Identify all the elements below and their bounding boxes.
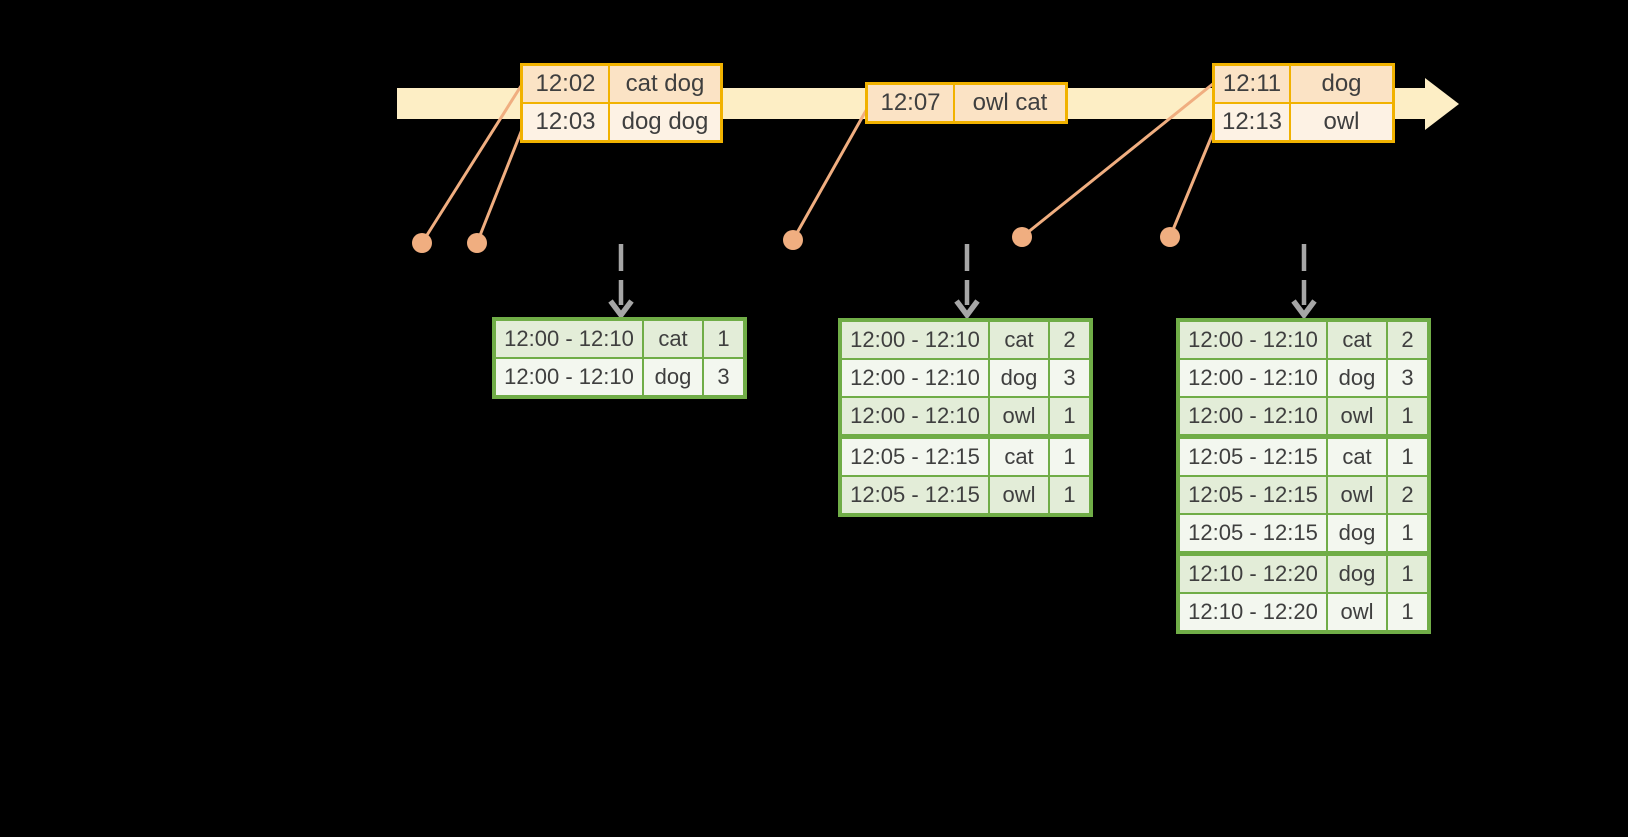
window-cell: 12:05 - 12:15 [1180,515,1326,551]
word-cell: owl [1326,398,1386,434]
count-cell: 1 [1048,439,1089,475]
count-cell: 1 [1048,477,1089,513]
event-words-cell: owl cat [953,85,1065,121]
window-cell: 12:05 - 12:15 [1180,439,1326,475]
count-cell: 1 [1386,439,1427,475]
connector-line [1021,81,1215,239]
count-cell: 1 [1386,398,1427,434]
table-row: 12:05 - 12:15 owl 1 [842,475,1089,513]
trigger-arrowhead-icon [608,299,634,320]
event-time-cell: 12:03 [523,104,608,140]
event-words-cell: dog dog [608,104,720,140]
event-box-3: 12:11 dog 12:13 owl [1212,63,1395,143]
window-cell: 12:00 - 12:10 [496,359,642,395]
word-cell: dog [1326,515,1386,551]
word-cell: dog [1326,556,1386,592]
table-row: 12:05 - 12:15 owl 2 [1180,475,1427,513]
connector-line [791,106,870,241]
result-table-3: 12:00 - 12:10 cat 2 12:00 - 12:10 dog 3 … [1176,318,1431,634]
count-cell: 3 [1048,360,1089,396]
table-row: 12:00 - 12:10 cat 1 [496,321,743,357]
table-row: 12:00 - 12:10 owl 1 [1180,396,1427,434]
table-row: 12:00 - 12:10 cat 2 [1180,322,1427,358]
connector-line [420,85,523,244]
count-cell: 1 [702,321,743,357]
table-row: 12:00 - 12:10 cat 2 [842,322,1089,358]
word-cell: dog [642,359,702,395]
event-words-cell: dog [1289,66,1392,102]
event-row: 12:03 dog dog [523,102,720,140]
table-row: 12:10 - 12:20 dog 1 [1180,551,1427,592]
table-row: 12:00 - 12:10 dog 3 [842,358,1089,396]
result-table-1: 12:00 - 12:10 cat 1 12:00 - 12:10 dog 3 [492,317,747,399]
window-cell: 12:00 - 12:10 [1180,398,1326,434]
word-cell: dog [988,360,1048,396]
event-words-cell: cat dog [608,66,720,102]
event-time-cell: 12:13 [1215,104,1289,140]
table-row: 12:00 - 12:10 dog 3 [1180,358,1427,396]
event-marker-dot [783,230,803,250]
word-cell: cat [988,322,1048,358]
result-table-2: 12:00 - 12:10 cat 2 12:00 - 12:10 dog 3 … [838,318,1093,517]
word-cell: owl [1326,477,1386,513]
event-marker-dot [412,233,432,253]
event-box-2: 12:07 owl cat [865,82,1068,124]
event-row: 12:13 owl [1215,102,1392,140]
event-words-cell: owl [1289,104,1392,140]
connector-line [475,126,525,244]
event-marker-dot [1160,227,1180,247]
window-cell: 12:05 - 12:15 [842,477,988,513]
count-cell: 1 [1386,594,1427,630]
window-cell: 12:00 - 12:10 [842,360,988,396]
word-cell: cat [988,439,1048,475]
table-row: 12:00 - 12:10 owl 1 [842,396,1089,434]
event-row: 12:11 dog [1215,66,1392,102]
table-row: 12:00 - 12:10 dog 3 [496,357,743,395]
count-cell: 2 [1048,322,1089,358]
window-cell: 12:10 - 12:20 [1180,556,1326,592]
event-marker-dot [467,233,487,253]
table-row: 12:05 - 12:15 cat 1 [842,434,1089,475]
trigger-arrowhead-icon [1291,299,1317,320]
event-marker-dot [1012,227,1032,247]
window-cell: 12:00 - 12:10 [1180,322,1326,358]
count-cell: 1 [1048,398,1089,434]
event-row: 12:07 owl cat [868,85,1065,121]
trigger-arrowhead-icon [954,299,980,320]
word-cell: cat [642,321,702,357]
table-row: 12:05 - 12:15 dog 1 [1180,513,1427,551]
event-row: 12:02 cat dog [523,66,720,102]
count-cell: 2 [1386,322,1427,358]
window-cell: 12:05 - 12:15 [1180,477,1326,513]
table-row: 12:05 - 12:15 cat 1 [1180,434,1427,475]
count-cell: 3 [1386,360,1427,396]
window-cell: 12:05 - 12:15 [842,439,988,475]
count-cell: 1 [1386,515,1427,551]
timeline-arrowhead-icon [1425,78,1459,130]
word-cell: cat [1326,439,1386,475]
word-cell: owl [1326,594,1386,630]
window-cell: 12:00 - 12:10 [496,321,642,357]
event-box-1: 12:02 cat dog 12:03 dog dog [520,63,723,143]
event-time-cell: 12:02 [523,66,608,102]
connector-line [1168,127,1217,238]
window-cell: 12:00 - 12:10 [1180,360,1326,396]
event-time-cell: 12:11 [1215,66,1289,102]
count-cell: 2 [1386,477,1427,513]
word-cell: cat [1326,322,1386,358]
window-cell: 12:00 - 12:10 [842,322,988,358]
window-cell: 12:00 - 12:10 [842,398,988,434]
word-cell: dog [1326,360,1386,396]
event-time-cell: 12:07 [868,85,953,121]
count-cell: 3 [702,359,743,395]
table-row: 12:10 - 12:20 owl 1 [1180,592,1427,630]
word-cell: owl [988,477,1048,513]
window-cell: 12:10 - 12:20 [1180,594,1326,630]
count-cell: 1 [1386,556,1427,592]
word-cell: owl [988,398,1048,434]
